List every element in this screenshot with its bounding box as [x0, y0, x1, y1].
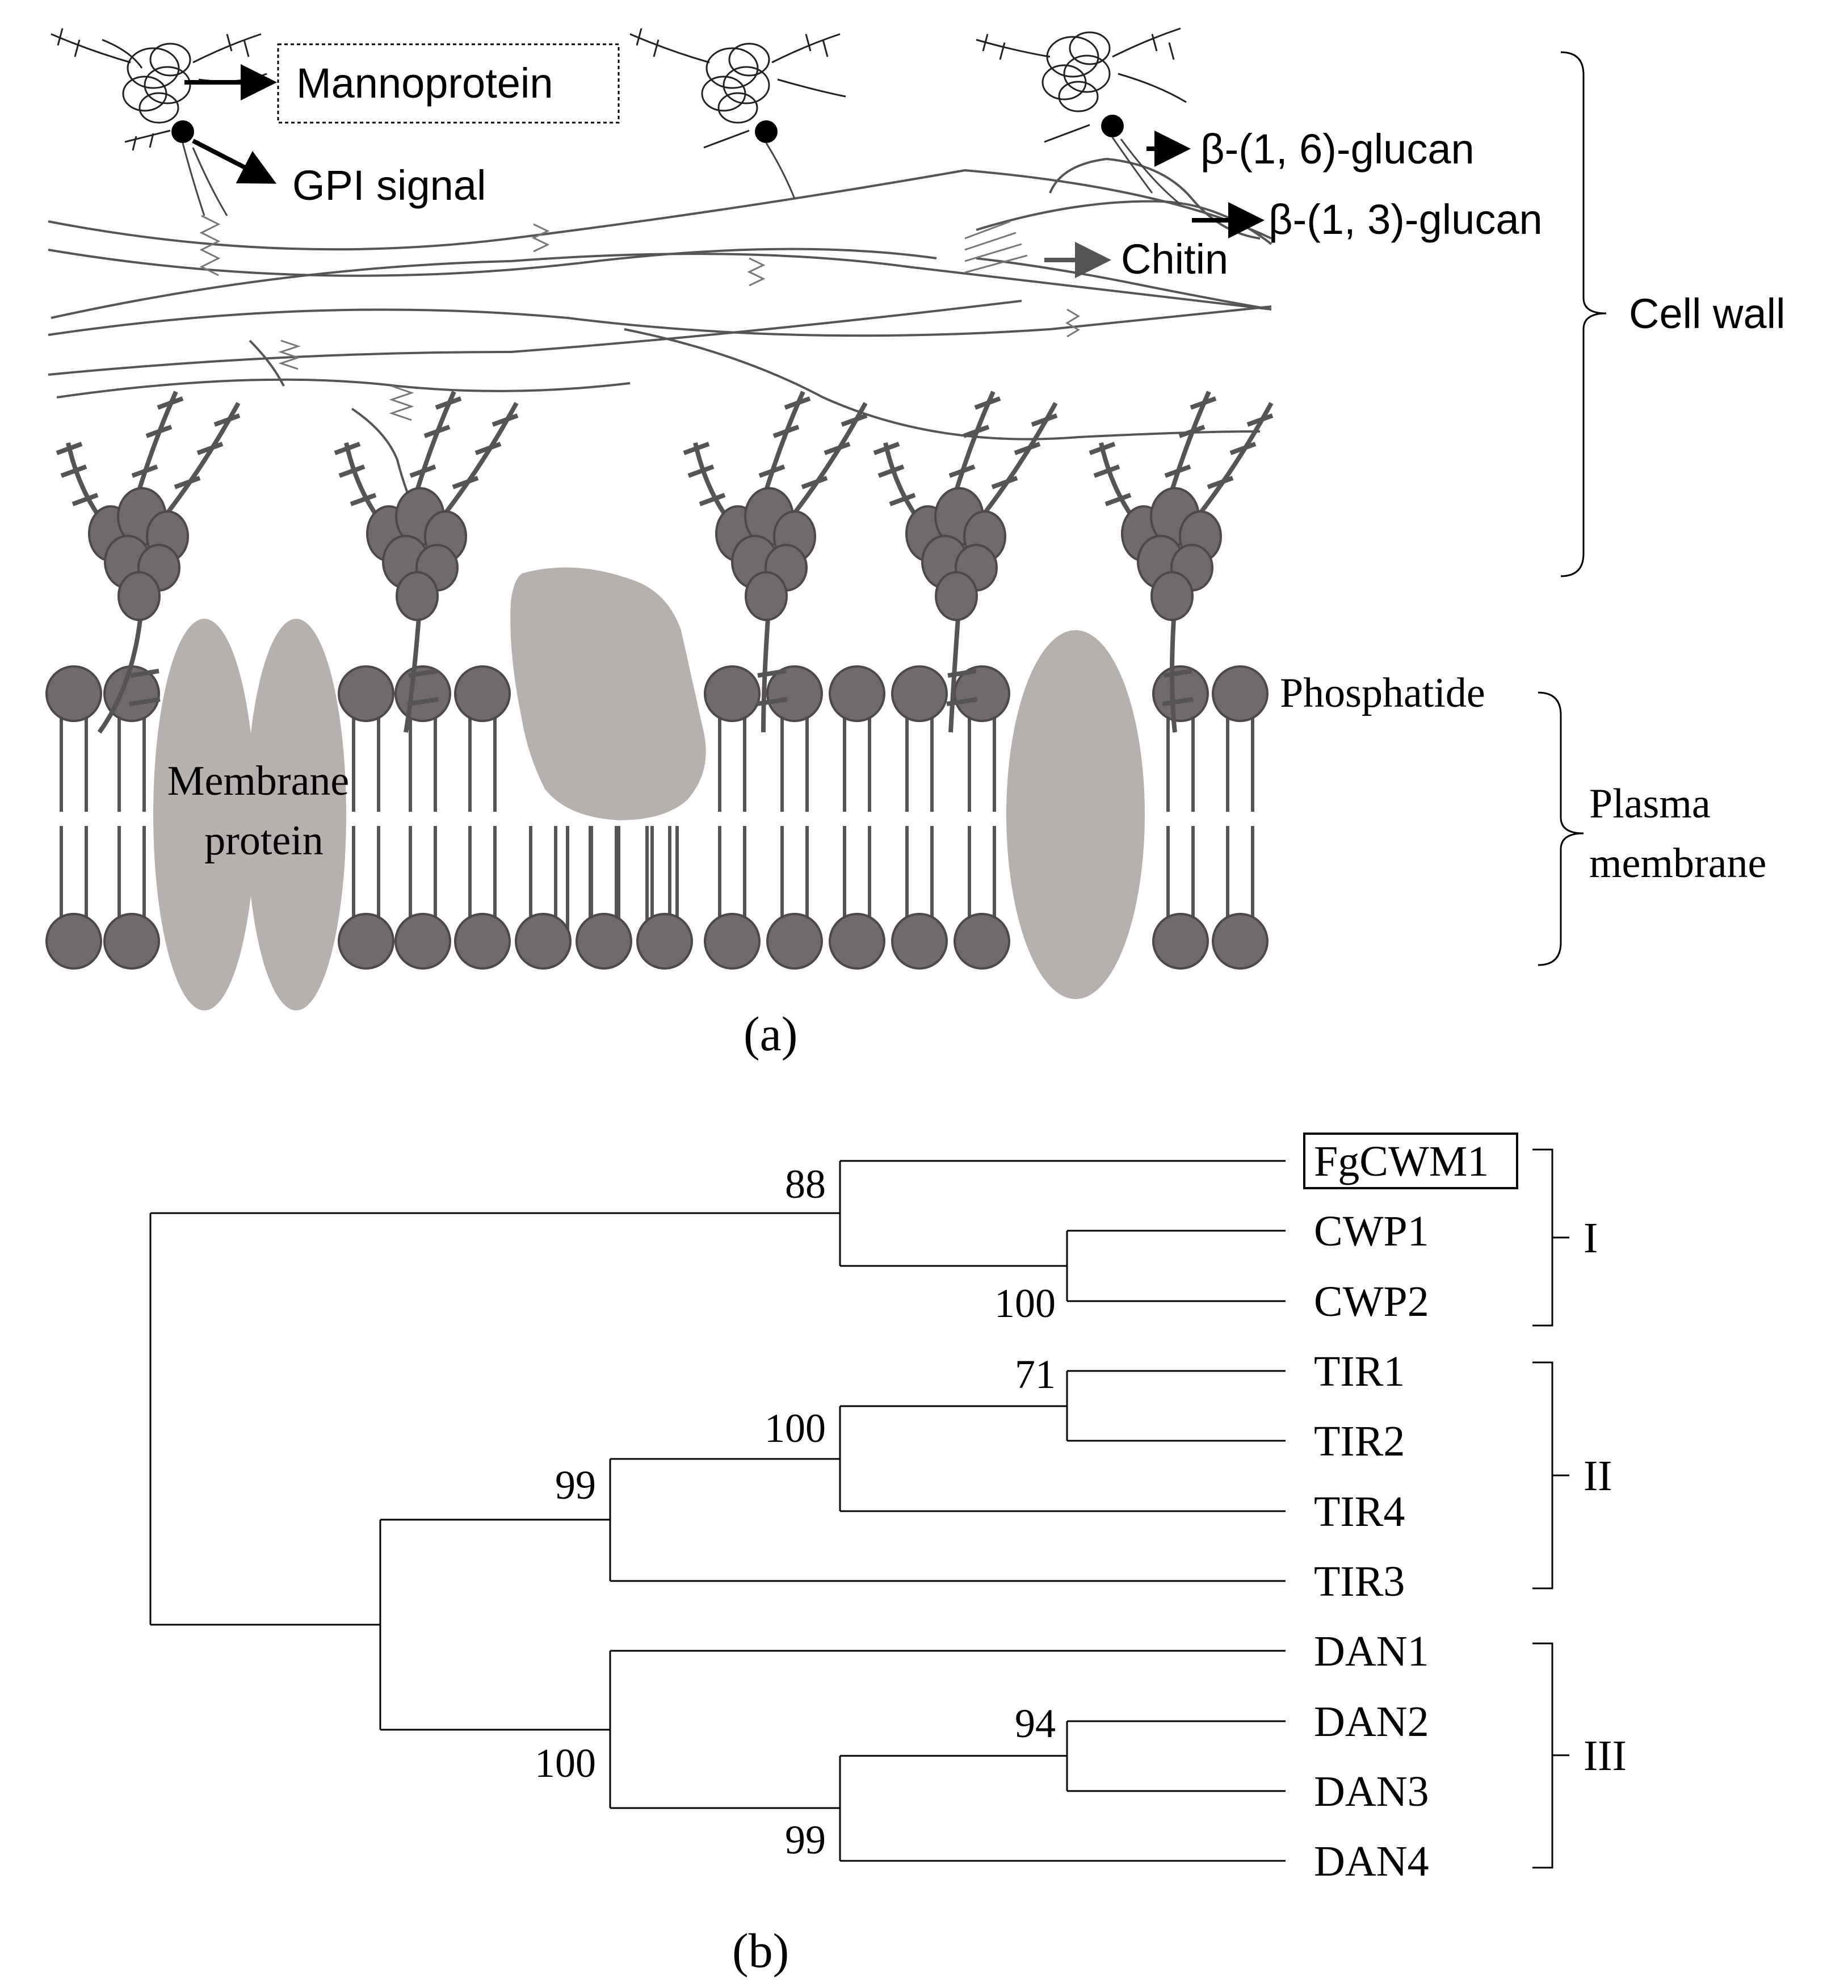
bootstrap-value: 71 [1015, 1352, 1056, 1397]
lipid-head [394, 913, 451, 970]
b16-glucan-label: β-(1, 6)-glucan [1200, 125, 1475, 173]
lipid-tails [60, 710, 1254, 931]
leaf-label-cwp2: CWP2 [1314, 1278, 1429, 1326]
plasma-membrane-label-line2: membrane [1589, 840, 1766, 887]
arrows [184, 64, 1265, 278]
lipid-head [576, 913, 632, 970]
membrane-protein-label-line2: protein [204, 817, 324, 864]
leaf-highlight-box [1303, 1133, 1518, 1189]
clade-label: III [1584, 1732, 1627, 1780]
lipid-head [338, 913, 394, 970]
leaf-label-dan4: DAN4 [1314, 1838, 1429, 1885]
lipid-head [454, 913, 511, 970]
glycoprotein [56, 391, 241, 734]
plasma-membrane-brace [1538, 691, 1584, 966]
mannoprotein-stems [182, 137, 1181, 216]
membrane-protein-3 [510, 567, 706, 820]
bootstrap-value: 100 [765, 1406, 826, 1451]
bootstrap-value: 94 [1015, 1701, 1056, 1746]
glycoprotein [683, 391, 868, 733]
panel-a: Mannoprotein GPI signal β-(1, 6)-glucan … [45, 27, 1786, 1061]
clade-label: II [1584, 1452, 1612, 1500]
tree-leaf-labels: FgCWM1CWP1CWP2TIR1TIR2TIR4TIR3DAN1DAN2DA… [1303, 1133, 1518, 1885]
lipid-head [704, 913, 761, 970]
clade-bracket [1532, 1148, 1569, 1327]
clade-bracket [1532, 1642, 1569, 1869]
clade-bracket [1532, 1361, 1569, 1589]
bootstrap-value: 100 [535, 1740, 596, 1786]
mannoprotein-cluster-2 [629, 28, 846, 149]
lipid-head [454, 665, 511, 722]
lipid-head [891, 913, 948, 970]
leaf-label-tir3: TIR3 [1314, 1558, 1405, 1605]
cell-wall-fibers [48, 157, 1272, 511]
lipid-head [766, 913, 823, 970]
phospholipid-heads [45, 665, 1269, 970]
panel-b: FgCWM1CWP1CWP2TIR1TIR2TIR4TIR3DAN1DAN2DA… [149, 1133, 1627, 1978]
plasma-membrane-label-line1: Plasma [1589, 781, 1711, 827]
leaf-label-tir2: TIR2 [1314, 1417, 1405, 1465]
lipid-head [891, 665, 948, 722]
lipid-head [45, 913, 102, 970]
gpi-anchor-1 [171, 120, 194, 143]
glycoprotein [1089, 391, 1274, 733]
lipid-head [1152, 913, 1209, 970]
b13-glucan-label: β-(1, 3)-glucan [1269, 196, 1543, 243]
mannoproteins [51, 27, 1187, 216]
leaf-label-tir1: TIR1 [1314, 1348, 1405, 1395]
lipid-head [636, 913, 693, 970]
leaf-label-fgcwm1: FgCWM1 [1314, 1138, 1489, 1185]
gpi-anchor-2 [755, 120, 778, 143]
cell-wall-label: Cell wall [1629, 290, 1786, 337]
gpi-anchor-3 [1101, 115, 1124, 137]
lipid-head [829, 913, 885, 970]
cell-wall-brace [1560, 51, 1607, 577]
membrane-protein-4 [1006, 630, 1145, 999]
membrane-proteins [153, 567, 1145, 1010]
leaf-label-cwp1: CWP1 [1314, 1207, 1429, 1255]
lipid-head [1212, 913, 1269, 970]
leaf-label-dan2: DAN2 [1314, 1698, 1429, 1746]
lipid-head [338, 665, 394, 722]
lipid-head [829, 665, 885, 722]
lipid-head [45, 665, 102, 722]
glycoprotein [334, 391, 519, 733]
bootstrap-values: 88 100 71 100 99 94 99 100 [535, 1161, 1056, 1863]
lipid-head [766, 665, 823, 722]
panel-a-caption: (a) [744, 1006, 797, 1061]
phylogenetic-tree [149, 1160, 1286, 1862]
mannoprotein-cluster-1 [51, 28, 267, 151]
lipid-head [515, 913, 572, 970]
gpi-signal-label: GPI signal [292, 162, 486, 209]
mannoprotein-label: Mannoprotein [296, 60, 553, 107]
lipid-head [954, 913, 1010, 970]
glycoproteins [56, 391, 1274, 734]
panel-b-caption: (b) [732, 1923, 789, 1978]
membrane-protein-2 [246, 619, 346, 1010]
leaf-label-tir4: TIR4 [1314, 1488, 1405, 1536]
gpi-arrow [192, 139, 277, 184]
membrane-protein-1 [153, 619, 255, 1010]
glycoprotein [873, 391, 1058, 733]
lipid-head [1152, 665, 1209, 722]
bootstrap-value: 88 [785, 1161, 826, 1207]
mannoprotein-box [277, 43, 620, 124]
mannoprotein-cluster-3 [976, 27, 1187, 143]
leaf-label-dan1: DAN1 [1314, 1628, 1429, 1675]
chitin-crosslinks [199, 215, 1080, 421]
bootstrap-value: 100 [994, 1281, 1056, 1326]
membrane-protein-label-line1: Membrane [167, 758, 350, 804]
bootstrap-value: 99 [555, 1462, 596, 1508]
leaf-label-dan3: DAN3 [1314, 1768, 1429, 1815]
phosphatide-label: Phosphatide [1280, 670, 1485, 716]
clade-label: I [1584, 1214, 1598, 1262]
bootstrap-value: 99 [785, 1817, 826, 1863]
lipid-head [103, 913, 160, 970]
lipid-head [1212, 665, 1269, 722]
chitin-label: Chitin [1121, 236, 1228, 283]
lipid-head [704, 665, 761, 722]
